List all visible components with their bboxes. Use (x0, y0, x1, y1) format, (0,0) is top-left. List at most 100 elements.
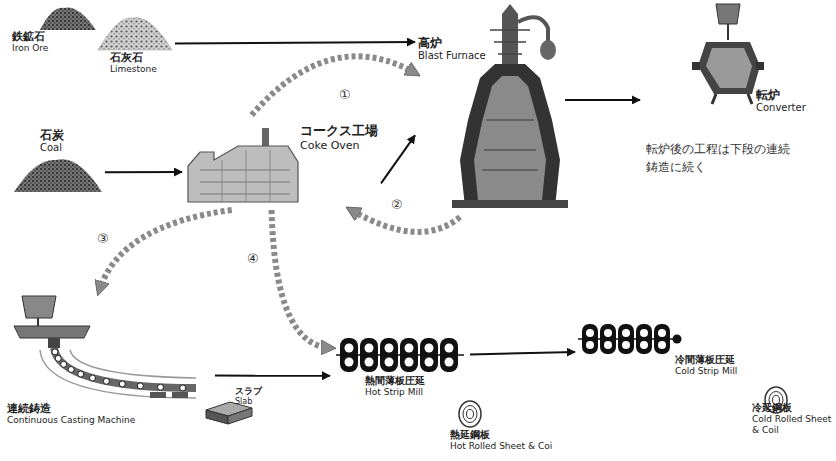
limestone-pile (98, 18, 172, 50)
blast-furnace-drawing (490, 30, 530, 54)
process-stage: 転炉Converter (640, 2, 830, 120)
roll (68, 367, 74, 373)
english-name: Coke Oven (300, 139, 378, 152)
continuous-casting-drawing (172, 392, 188, 398)
roll (119, 381, 125, 387)
blast-furnace-drawing (474, 76, 546, 200)
roll (405, 344, 414, 353)
process-stage: 石灰石Limestone (95, 10, 175, 77)
process-stage: スラブSlab (205, 386, 267, 428)
roll (445, 358, 454, 367)
english-name: Limestone (110, 64, 157, 75)
limestone-pile (98, 18, 172, 50)
slab-drawing (228, 408, 252, 424)
coke-oven-drawing (200, 170, 290, 194)
flow-arrow (381, 135, 415, 183)
continuous-casting-drawing (70, 350, 196, 378)
continuous-casting-drawing (22, 296, 56, 318)
note-text: 転炉後の工程は下段の連続鋳造に続く (646, 140, 798, 176)
roll (90, 375, 96, 381)
english-name: Iron Ore (12, 43, 48, 54)
roll (180, 385, 186, 391)
converter-drawing (692, 62, 700, 70)
caster-rollers (52, 349, 186, 391)
english-name: Coal (40, 142, 64, 154)
japanese-name: 石灰石 (110, 51, 157, 64)
japanese-name: 熱延鋼板 (450, 429, 552, 441)
converter-drawing (706, 48, 752, 88)
japanese-name: 鉄鉱石 (12, 30, 48, 43)
stage-label: 熱延鋼板Hot Rolled Sheet & Coi (450, 429, 552, 452)
flow-arrow (215, 375, 330, 377)
iron-ore-pile (40, 7, 96, 30)
converter-drawing (727, 24, 729, 40)
english-name: Hot Strip Mill (365, 387, 425, 398)
japanese-name: 冷間薄板圧延 (675, 354, 737, 366)
stage-label: 石灰石Limestone (110, 51, 157, 75)
japanese-name: 連続鋳造 (7, 402, 135, 415)
coke-oven-drawing (222, 150, 270, 202)
blast-furnace-drawing (452, 200, 568, 208)
japanese-name: 転炉 (756, 88, 806, 102)
converter-drawing (716, 4, 740, 24)
callout-number: ③ (96, 232, 110, 245)
continuous-casting-drawing (54, 348, 196, 388)
flow-arrow (105, 171, 182, 173)
process-stage: 冷間薄板圧延Cold Strip Mill (575, 320, 775, 378)
roll (52, 349, 58, 355)
continuous-casting-drawing (48, 338, 60, 348)
stage-label: 高炉Blast Furnace (418, 36, 486, 62)
process-stage: 石炭Coal (10, 128, 105, 194)
roll (157, 384, 163, 390)
stage-label: 冷延鋼板Cold Rolled Sheet & Coil (752, 402, 832, 436)
continuous-casting-drawing (40, 350, 196, 398)
hot-rolled-coil (463, 406, 477, 423)
roll (365, 344, 374, 353)
stage-label: 熱間薄板圧延Hot Strip Mill (365, 375, 425, 398)
english-name: Converter (756, 102, 806, 114)
gas-flow-arrow (272, 210, 330, 348)
hot-rolled-coil (459, 401, 481, 427)
process-stage: 鉄鉱石Iron Ore (8, 2, 88, 56)
gas-flow-arrow (351, 210, 460, 232)
stage-label: 転炉Converter (756, 88, 806, 114)
continuous-casting-drawing (37, 318, 39, 326)
japanese-name: コークス工場 (300, 123, 378, 139)
roll (365, 358, 374, 367)
roll (103, 378, 109, 384)
english-name: Continuous Casting Machine (7, 415, 135, 426)
hot-strip-mill-rollers (336, 338, 464, 372)
roll (405, 358, 414, 367)
hot-rolled-coil (467, 410, 474, 419)
roll (640, 341, 648, 349)
continuous-casting-drawing (14, 296, 196, 398)
strip (336, 354, 464, 356)
blast-furnace-drawing (452, 4, 568, 208)
callout-number: ① (338, 88, 352, 101)
japanese-name: 高炉 (418, 36, 486, 50)
blast-furnace-drawing (540, 40, 556, 60)
coal-pile (14, 159, 102, 192)
roll (385, 344, 394, 353)
callout-number: ④ (246, 252, 260, 265)
roll (78, 371, 84, 377)
flow-arrow (470, 352, 575, 355)
process-stage: 熱延鋼板Hot Rolled Sheet & Coi (450, 398, 565, 458)
roll (137, 383, 143, 389)
roll (385, 358, 394, 367)
roll (622, 341, 630, 349)
process-stage: 連続鋳造Continuous Casting Machine (5, 290, 215, 428)
process-stage: 熱間薄板圧延Hot Strip Mill (330, 335, 470, 400)
stage-label: 連続鋳造Continuous Casting Machine (7, 402, 135, 426)
english-name: Slab (235, 397, 262, 407)
roll (445, 344, 454, 353)
roll (425, 344, 434, 353)
hot-rolled-coil (459, 401, 481, 427)
iron-ore-pile (40, 7, 96, 30)
blast-furnace-drawing (482, 120, 538, 170)
blast-furnace-drawing (460, 64, 560, 207)
converter-drawing (712, 94, 752, 104)
roll (586, 329, 594, 337)
process-stage: コークス工場Coke Oven (182, 115, 381, 210)
